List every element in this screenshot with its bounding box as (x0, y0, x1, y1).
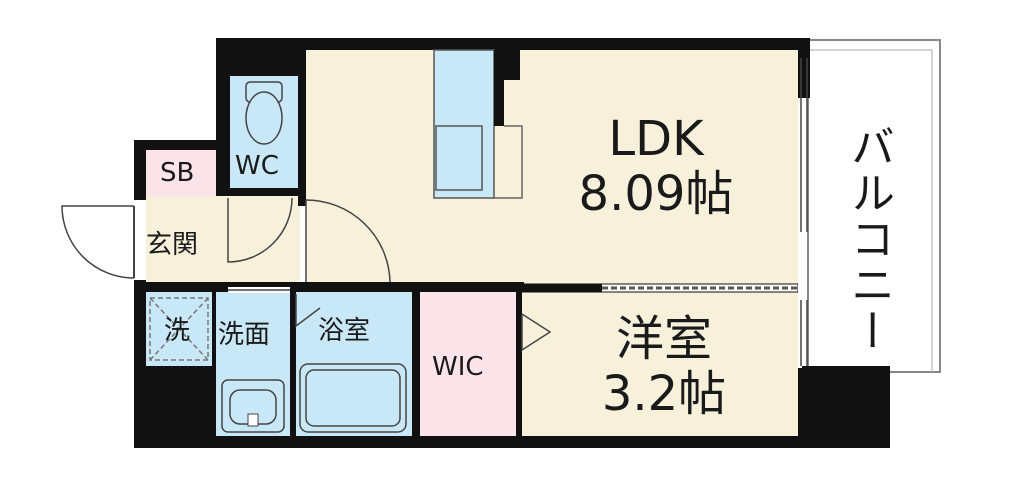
bath-label: 浴室 (318, 316, 371, 346)
ldk-label: LDK 8.09帖 (566, 111, 746, 223)
toilet-bowl (245, 91, 283, 145)
bathtub-inner (305, 369, 401, 427)
wall-right-block (798, 366, 890, 448)
wic-floor (420, 292, 516, 436)
shoebox-label: SB (160, 158, 195, 188)
wall-bottom (134, 436, 890, 448)
ldk-name: LDK (608, 111, 704, 167)
washbasin-tap (247, 413, 259, 427)
wall-ldk-right (798, 98, 802, 368)
fridge-outline (494, 125, 523, 199)
laundry-label: 洗 (164, 316, 191, 346)
wall-bath-left (290, 292, 296, 436)
wc-door-swing (227, 197, 293, 263)
wall-mid-horizontal (134, 282, 524, 292)
bedroom-floor (522, 292, 798, 436)
wall-sb-top (134, 140, 230, 150)
washroom-label: 洗面 (218, 320, 271, 350)
wall-sb-left (134, 140, 146, 200)
bath-door (295, 294, 321, 328)
bedroom-label: 洋室 3.2帖 (574, 311, 754, 423)
toilet-label: WC (235, 151, 279, 181)
wall-left-upper (216, 38, 230, 188)
ldk-size: 8.09帖 (578, 166, 734, 223)
entrance-label: 玄関 (146, 230, 199, 260)
shoebox-floor (146, 150, 216, 196)
wc-wall-bottom (216, 188, 306, 196)
ldk-door-swing (305, 199, 391, 283)
wc-wall-top (230, 50, 306, 76)
kitchen-sink (435, 125, 483, 191)
kitchen-wall-block (494, 80, 504, 126)
entrance-door-swing (61, 205, 135, 279)
wic-label: WIC (432, 352, 484, 382)
wall-bottom-left-block (134, 366, 218, 448)
wall-right-upper (798, 38, 810, 98)
bedroom-size: 3.2帖 (601, 366, 727, 423)
washer-pan (149, 297, 209, 361)
balcony-area (807, 39, 941, 373)
washer-pan-diag (149, 297, 209, 361)
wall-wic-right (516, 292, 522, 436)
bedroom-door (521, 313, 552, 352)
ldk-floor (306, 50, 798, 284)
wall-top (216, 38, 810, 50)
wc-wall-right (298, 50, 306, 196)
wall-entrance-right (298, 196, 306, 206)
wall-bath-right (412, 292, 420, 436)
entrance-floor (146, 196, 300, 282)
kitchen-wall-block (494, 50, 520, 80)
bedroom-name: 洋室 (615, 311, 712, 367)
laundry-floor (146, 292, 216, 366)
wall-bedroom-top-solid (522, 284, 602, 292)
balcony-label: バルコニー (843, 124, 894, 354)
wall-laundry-right (212, 292, 216, 366)
